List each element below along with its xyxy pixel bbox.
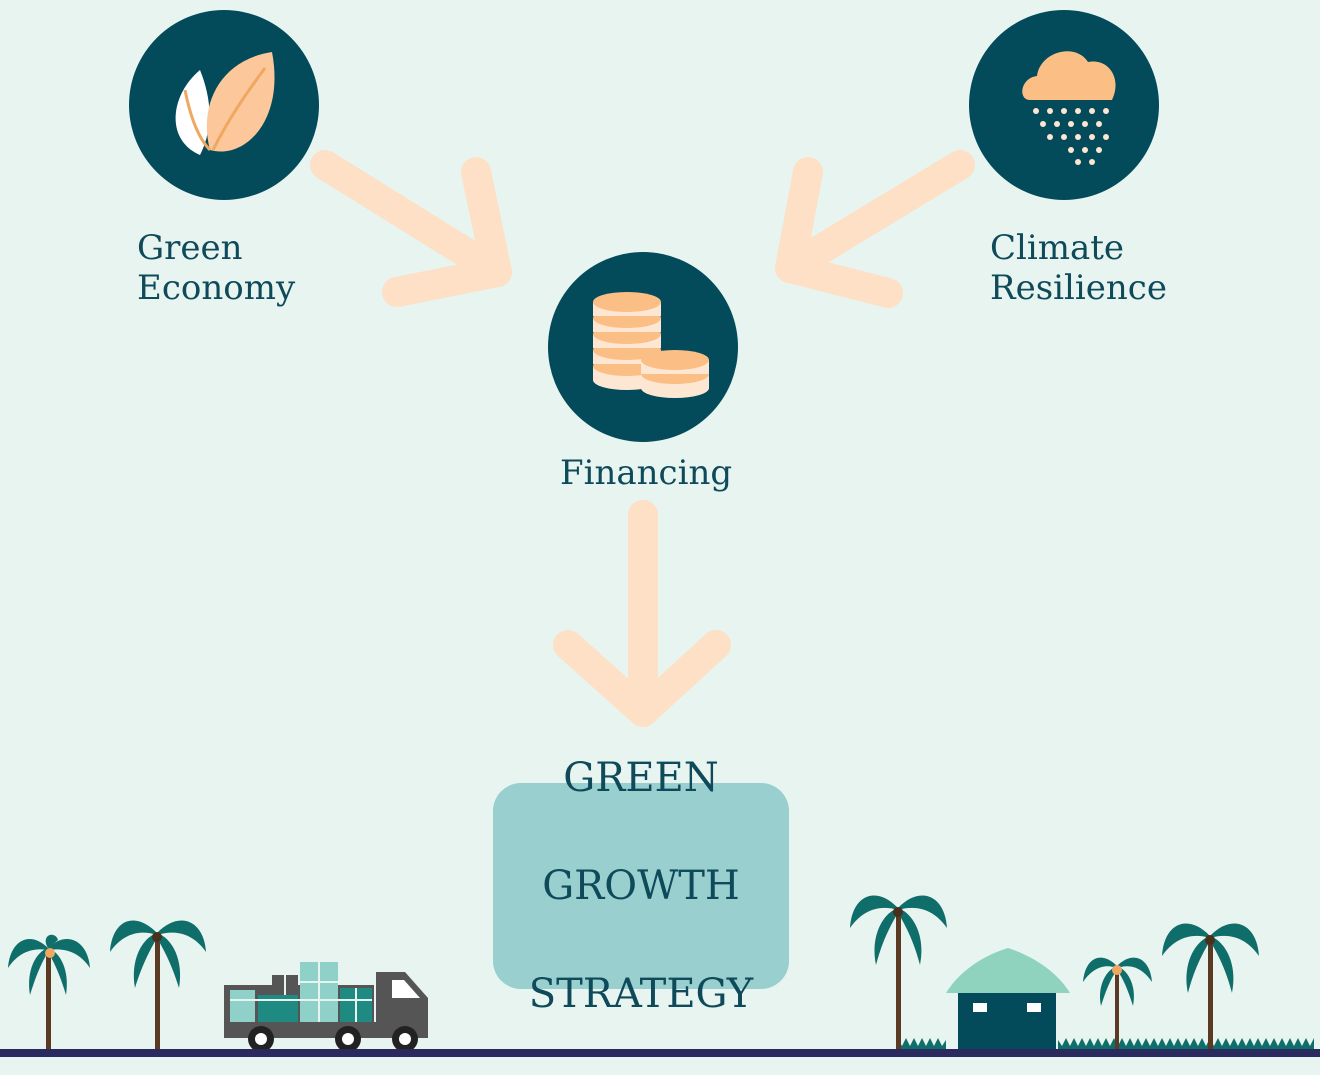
climate-resilience-label: Climate Resilience [990,228,1167,308]
arrow-green-economy-to-financing [310,150,512,307]
strategy-line1: GREEN [563,755,719,801]
palm-tree-icon [1162,923,1259,1050]
financing-label: Financing [560,453,733,493]
truck-icon [224,962,428,1052]
green-economy-circle [129,10,319,200]
palm-tree-icon [110,920,206,1050]
leaf-icon [175,52,275,155]
strategy-line3: STRATEGY [528,971,754,1017]
green-growth-strategy-box: GREEN GROWTH STRATEGY [493,755,789,1017]
grass-icon [898,1038,1314,1049]
climate-resilience-label-line2: Resilience [990,268,1167,308]
green-economy-label-line1: Green [137,228,243,268]
green-economy-label-line2: Economy [137,268,296,308]
palm-tree-icon [8,934,90,1050]
arrow-climate-resilience-to-financing [775,150,975,308]
coins-icon [593,292,709,398]
palm-tree-icon [1083,957,1152,1050]
rain-cloud-icon [1022,51,1116,165]
ground-line [0,1049,1320,1057]
climate-resilience-circle [969,10,1159,200]
palm-tree-icon [850,895,947,1050]
green-economy-label: Green Economy [137,228,295,308]
house-icon [946,948,1070,1049]
arrow-financing-to-strategy [553,500,731,727]
climate-resilience-label-line1: Climate [990,228,1125,268]
strategy-line2: GROWTH [542,863,740,909]
financing-circle [548,252,738,442]
